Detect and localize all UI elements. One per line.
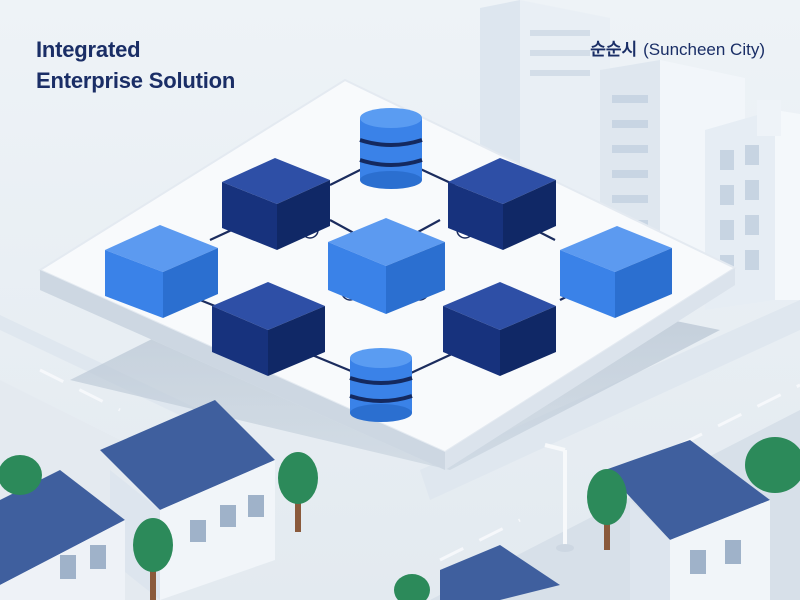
- tree-icon: [745, 437, 800, 493]
- server-block-icon: [328, 218, 445, 314]
- server-block-icon: [222, 158, 330, 250]
- title-line-1: Integrated: [36, 37, 141, 62]
- house-icon: [605, 440, 770, 600]
- server-block-icon: [448, 158, 556, 250]
- location-korean: 순순시: [590, 40, 638, 60]
- database-icon: [349, 348, 413, 422]
- server-block-icon: [560, 226, 672, 318]
- street-lamp-icon: [544, 443, 574, 552]
- tree-icon: [587, 469, 627, 550]
- page-title: Integrated Enterprise Solution: [36, 34, 235, 96]
- office-building-icon: [705, 100, 800, 310]
- house-icon: [100, 400, 275, 600]
- title-line-2: Enterprise Solution: [36, 68, 236, 93]
- house-icon: [0, 470, 125, 600]
- tree-icon: [0, 455, 42, 495]
- location-english: (Suncheen City): [643, 40, 765, 59]
- server-block-icon: [443, 282, 556, 376]
- server-block-icon: [212, 282, 325, 376]
- tree-icon: [394, 574, 430, 600]
- location-label: 순순시 (Suncheen City): [590, 38, 765, 62]
- tree-icon: [133, 518, 173, 600]
- server-block-icon: [105, 225, 218, 318]
- database-icon: [359, 108, 423, 189]
- tree-icon: [278, 452, 318, 532]
- house-icon: [440, 545, 560, 600]
